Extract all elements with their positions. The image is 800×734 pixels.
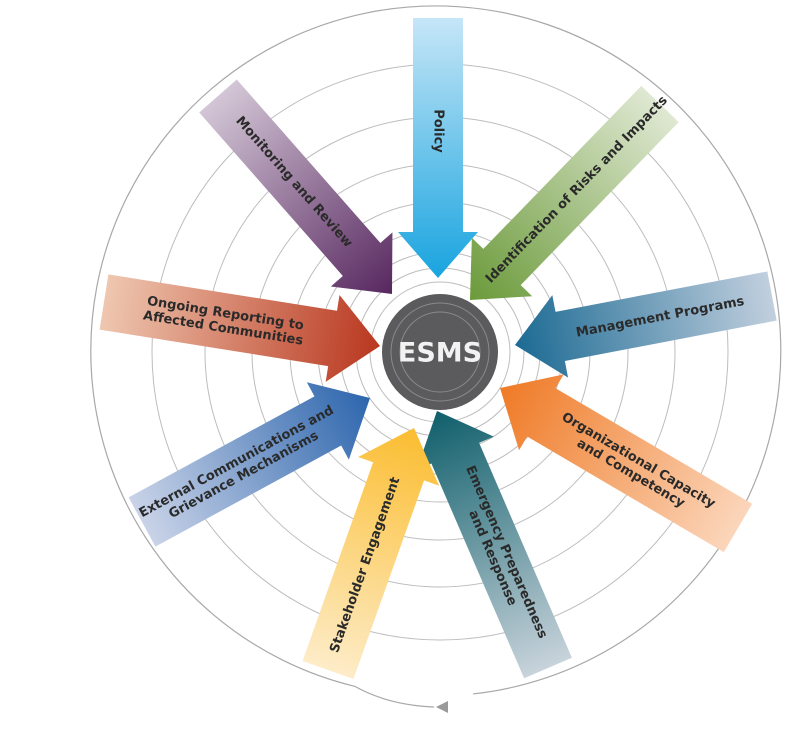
esms-inner-ring: [390, 302, 490, 402]
esms-inner-ring: [399, 311, 481, 393]
esms-center-circle: [382, 294, 498, 410]
esms-center: ESMS: [382, 294, 498, 410]
arrow-label-line: Monitoring and Review: [232, 114, 355, 251]
arrow-shape: [416, 411, 572, 679]
arrow-label: Monitoring and Review: [232, 114, 355, 251]
arrow-shape: [469, 85, 679, 300]
arrow-label-line: Policy: [431, 109, 446, 153]
arrow-label: Policy: [431, 109, 446, 153]
arrow-shape: [499, 374, 753, 553]
cycle-arc: [90, 5, 782, 708]
arrow-shape: [302, 428, 440, 680]
arrow-shape: [398, 18, 478, 278]
arrow-policy: Policy: [398, 18, 478, 278]
esms-center-label: ESMS: [398, 338, 482, 369]
arrow-label: Identification of Risks and Impacts: [483, 93, 671, 286]
cycle-arrowhead-icon: [436, 701, 448, 713]
arrow-management-programs: Management Programs: [514, 271, 777, 378]
arrow-shape: [128, 382, 371, 547]
arrow-identification: Identification of Risks and Impacts: [469, 85, 679, 300]
arrow-shape: [199, 79, 393, 295]
arrow-label-line: Identification of Risks and Impacts: [483, 93, 671, 286]
arrow-shape: [99, 274, 380, 382]
arrow-shape: [514, 271, 777, 378]
arrow-monitoring-review: Monitoring and Review: [199, 79, 393, 295]
